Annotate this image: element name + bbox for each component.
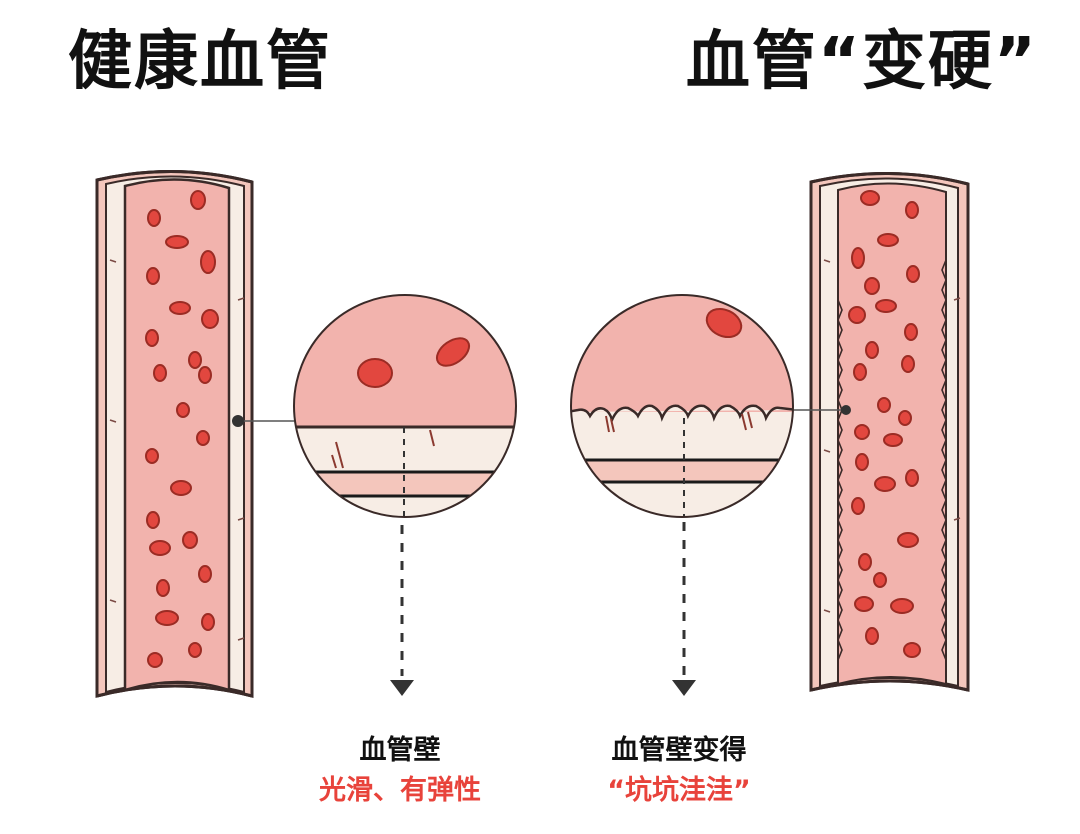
healthy-caption-arrow [390,525,414,696]
hardened-wall-caption-label: 血管壁变得 [611,735,747,766]
healthy-wall-caption-label: 血管壁 [359,735,441,766]
hardened-wall-magnified [570,294,794,518]
healthy-wall-magnified [293,294,517,518]
healthy-vessel [95,169,254,698]
healthy-wall-caption: 血管壁 光滑、有弹性 [250,731,550,811]
healthy-vessel-title: 健康血管 [68,25,332,99]
healthy-wall-caption-desc: 光滑、有弹性 [319,775,481,806]
hardened-connector [790,405,851,415]
hardened-wall-caption-desc: “坑坑洼洼” [607,775,751,806]
hardened-vessel-title: 血管“变硬” [685,25,1038,99]
hardened-wall-caption: 血管壁变得 “坑坑洼洼” [529,731,829,811]
healthy-connector [232,415,294,427]
hardened-vessel [809,171,970,692]
hardened-caption-arrow [672,522,696,696]
